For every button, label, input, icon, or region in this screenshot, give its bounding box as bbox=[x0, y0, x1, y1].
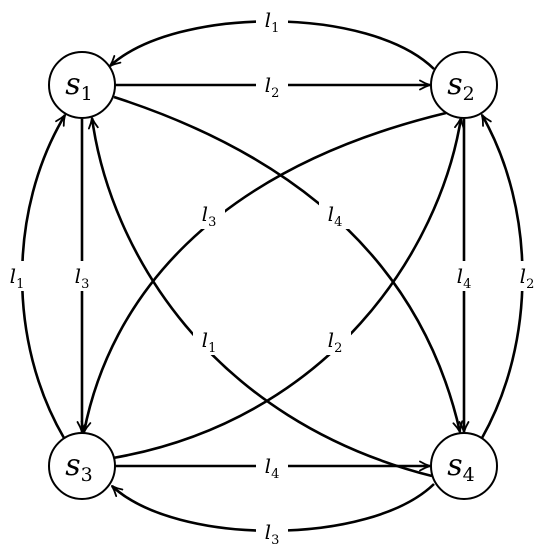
node-s1: s1 bbox=[48, 51, 116, 119]
node-label-s4: s4 bbox=[447, 448, 475, 486]
node-label-base: s bbox=[447, 67, 462, 102]
edge-label-background bbox=[511, 261, 542, 291]
node-label-subscript: 3 bbox=[81, 464, 93, 486]
edge-label-s4-s3-outer: l3 bbox=[265, 520, 280, 548]
node-label-subscript: 2 bbox=[463, 83, 475, 105]
edge-label-subscript: 2 bbox=[526, 277, 534, 292]
edge-label-base: l bbox=[328, 202, 334, 226]
node-label-base: s bbox=[447, 448, 462, 483]
edge-label-background bbox=[66, 261, 98, 291]
edge-label-background bbox=[1, 261, 33, 291]
edge-label-subscript: 4 bbox=[271, 467, 279, 482]
edge-label-base: l bbox=[75, 264, 81, 288]
node-circle-s1 bbox=[48, 51, 116, 119]
edge-s4-s1-curve: l1 bbox=[92, 118, 433, 478]
edge-label-subscript: 1 bbox=[208, 341, 216, 356]
edge-label-s3-s2-curve: l2 bbox=[328, 328, 343, 356]
node-circle-s2 bbox=[430, 51, 498, 119]
edge-label-subscript: 3 bbox=[81, 277, 89, 292]
edge-label-base: l bbox=[265, 8, 271, 32]
node-label-base: s bbox=[65, 67, 80, 102]
edge-label-base: l bbox=[10, 264, 16, 288]
edge-label-background bbox=[193, 199, 225, 229]
node-label-s1: s1 bbox=[65, 67, 93, 105]
node-label-subscript: 1 bbox=[81, 83, 93, 105]
edge-label-background bbox=[256, 451, 288, 481]
edge-s1-s3-straight: l3 bbox=[66, 119, 98, 432]
edge-label-subscript: 3 bbox=[271, 533, 279, 548]
edge-label-background bbox=[319, 199, 351, 229]
edge-label-base: l bbox=[202, 202, 208, 226]
edge-label-subscript: 4 bbox=[463, 277, 471, 292]
edge-label-base: l bbox=[520, 264, 526, 288]
edge-label-s4-s2-outer: l2 bbox=[520, 264, 535, 292]
edge-s4-s3-outer: l3 bbox=[112, 483, 435, 548]
edge-s3-s1-outer: l1 bbox=[1, 115, 65, 439]
edge-label-base: l bbox=[265, 520, 271, 544]
edge-arrow-s4-s1-curve bbox=[92, 118, 433, 478]
edge-label-background bbox=[256, 5, 288, 35]
node-circle-s3 bbox=[48, 432, 116, 500]
edge-arrow-s2-s3-curve bbox=[84, 111, 447, 432]
edge-s3-s4-straight: l4 bbox=[115, 451, 430, 482]
node-circle-s4 bbox=[430, 432, 498, 500]
edge-label-s4-s1-curve: l1 bbox=[202, 328, 217, 356]
edge-label-s2-s3-curve: l3 bbox=[202, 202, 217, 230]
edge-label-s1-s4-curve: l4 bbox=[328, 202, 343, 230]
edge-label-base: l bbox=[328, 328, 334, 352]
edge-s1-s4-curve: l4 bbox=[113, 95, 460, 432]
edge-label-base: l bbox=[265, 73, 271, 97]
edge-label-subscript: 4 bbox=[334, 215, 342, 230]
edge-label-s1-s3-straight: l3 bbox=[75, 264, 90, 292]
node-s2: s2 bbox=[430, 51, 498, 119]
edge-label-subscript: 3 bbox=[208, 215, 216, 230]
edge-arrow-s1-s4-curve bbox=[113, 95, 460, 432]
edge-label-subscript: 1 bbox=[271, 21, 279, 36]
edge-label-subscript: 2 bbox=[334, 341, 342, 356]
edge-label-base: l bbox=[202, 328, 208, 352]
edge-label-s1-s2-straight: l2 bbox=[265, 73, 280, 101]
edge-label-s2-s1-outer: l1 bbox=[265, 8, 280, 36]
edge-arrow-s3-s2-curve bbox=[112, 118, 461, 460]
edge-s1-s2-straight: l2 bbox=[115, 70, 430, 101]
node-label-s2: s2 bbox=[447, 67, 475, 105]
node-s4: s4 bbox=[430, 432, 498, 500]
edge-label-s3-s1-outer: l1 bbox=[10, 264, 25, 292]
edge-s2-s4-straight: l4 bbox=[448, 119, 480, 432]
edge-label-background bbox=[256, 517, 288, 547]
edge-s4-s2-outer: l2 bbox=[482, 115, 542, 439]
edge-label-background bbox=[193, 325, 225, 355]
node-s3: s3 bbox=[48, 432, 116, 500]
edge-label-s2-s4-straight: l4 bbox=[457, 264, 472, 292]
edge-s3-s2-curve: l2 bbox=[112, 118, 461, 460]
edge-label-subscript: 1 bbox=[16, 277, 24, 292]
edge-label-background bbox=[448, 261, 480, 291]
edge-label-background bbox=[256, 70, 288, 100]
edge-s2-s1-outer: l1 bbox=[110, 5, 435, 70]
edge-label-background bbox=[319, 325, 351, 355]
edge-label-s3-s4-straight: l4 bbox=[265, 454, 280, 482]
edge-label-subscript: 2 bbox=[271, 86, 279, 101]
node-label-subscript: 4 bbox=[463, 464, 475, 486]
edge-s2-s3-curve: l3 bbox=[84, 111, 447, 432]
node-label-base: s bbox=[65, 448, 80, 483]
edge-label-base: l bbox=[265, 454, 271, 478]
edge-label-base: l bbox=[457, 264, 463, 288]
node-label-s3: s3 bbox=[65, 448, 93, 486]
